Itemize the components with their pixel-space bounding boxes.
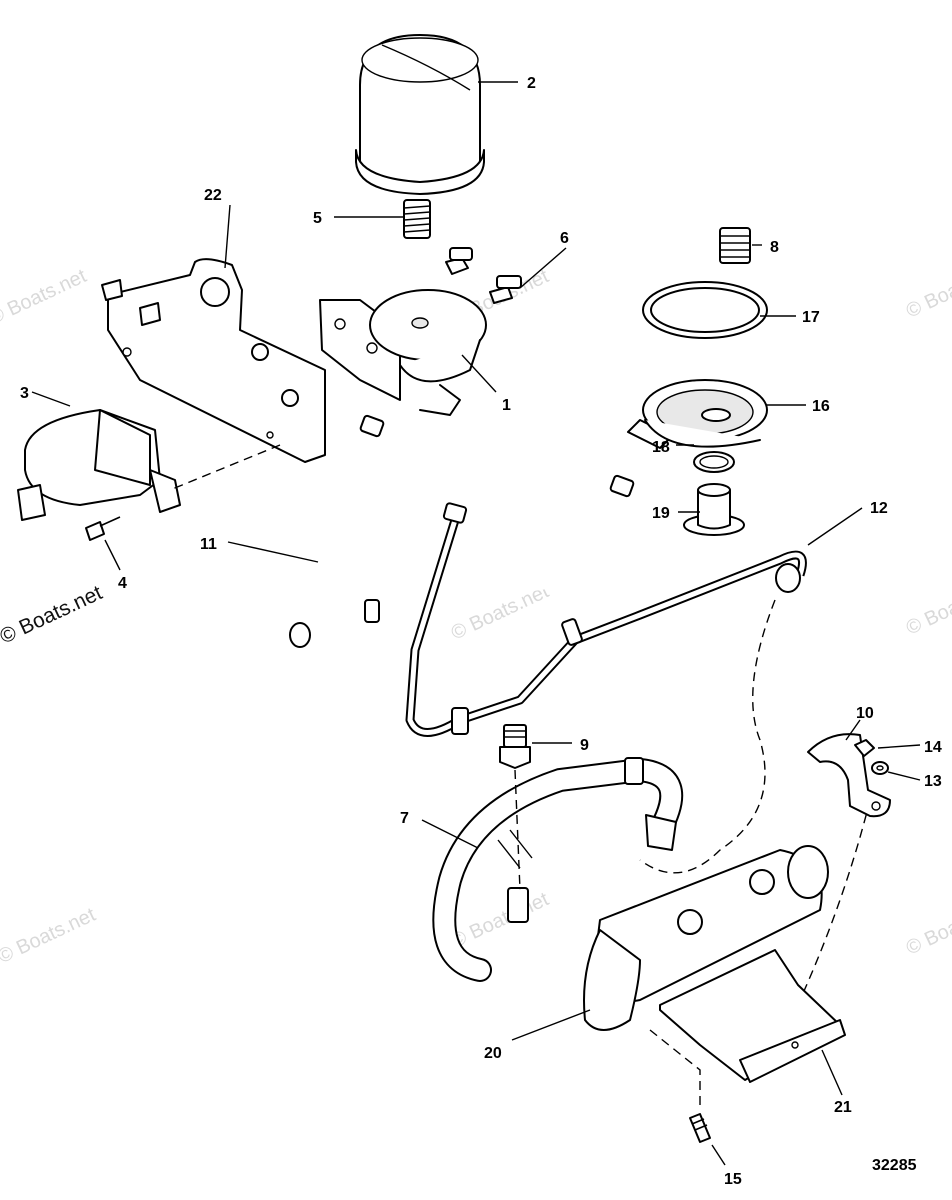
screw-small [85,516,121,541]
callout-21: 21 [834,1099,852,1116]
watermark-center-lower: © Boats.net [448,888,553,952]
hose-fitting [499,724,531,769]
callout-11: 11 [200,536,217,553]
callout-6: 6 [560,230,569,247]
callout-2: 2 [527,75,536,92]
screw-bottom [689,1113,711,1143]
cooler-hose [432,757,684,982]
mounting-bolts [445,247,522,304]
watermark-left-upper: © Boats.net [0,265,90,329]
callout-13: 13 [924,773,942,790]
washer-small [693,451,735,473]
nut-and-washer [854,739,889,775]
leader-lines [31,81,921,1166]
threaded-adapter [719,227,751,264]
callout-7: 7 [400,810,409,827]
hose-pipe-assembly-11 [289,414,635,648]
alignment-dash-hose [639,599,776,874]
callout-3: 3 [20,385,29,402]
callout-20: 20 [484,1045,502,1062]
threaded-nipple [403,199,431,239]
callout-22: 22 [204,187,222,204]
alignment-dash-clamp [169,444,281,491]
watermark-right-upper: © Boats.net [903,258,952,322]
filter-mount-bracket [319,289,487,416]
callout-1: 1 [502,397,511,414]
watermark-left-lower: © Boats.net [0,904,99,968]
watermark-primary: © Boats.net [0,581,106,648]
callout-5: 5 [313,210,322,227]
oil-filter [355,34,485,195]
callout-14: 14 [924,739,942,756]
sleeve-bushing [683,483,745,536]
hose-pipe-assembly-12 [405,502,807,737]
callout-17: 17 [802,309,820,326]
callout-10: 10 [856,705,874,722]
callout-12: 12 [870,500,888,517]
filter-adapter-housing [627,379,768,449]
watermark-right-mid: © Boats.net [903,575,952,639]
o-ring-large [642,281,768,339]
alignment-dash-screw [649,1029,701,1110]
oil-cooler [583,845,829,1031]
callout-9: 9 [580,737,589,754]
figure-number: 32285 [872,1157,917,1174]
callout-16: 16 [812,398,830,415]
half-clamp [807,733,891,818]
strap-clamp [17,409,181,521]
alignment-dash-clamp-right [789,799,871,1041]
callout-4: 4 [118,575,127,592]
callout-19: 19 [652,505,670,522]
watermark-right-lower: © Boats.net [903,895,952,959]
cooler-cradle [659,949,846,1083]
callout-18: 18 [652,439,670,456]
alignment-dash-fitting [514,769,521,891]
callout-15: 15 [724,1171,742,1188]
callout-8: 8 [770,239,779,256]
mounting-plate [101,258,326,463]
